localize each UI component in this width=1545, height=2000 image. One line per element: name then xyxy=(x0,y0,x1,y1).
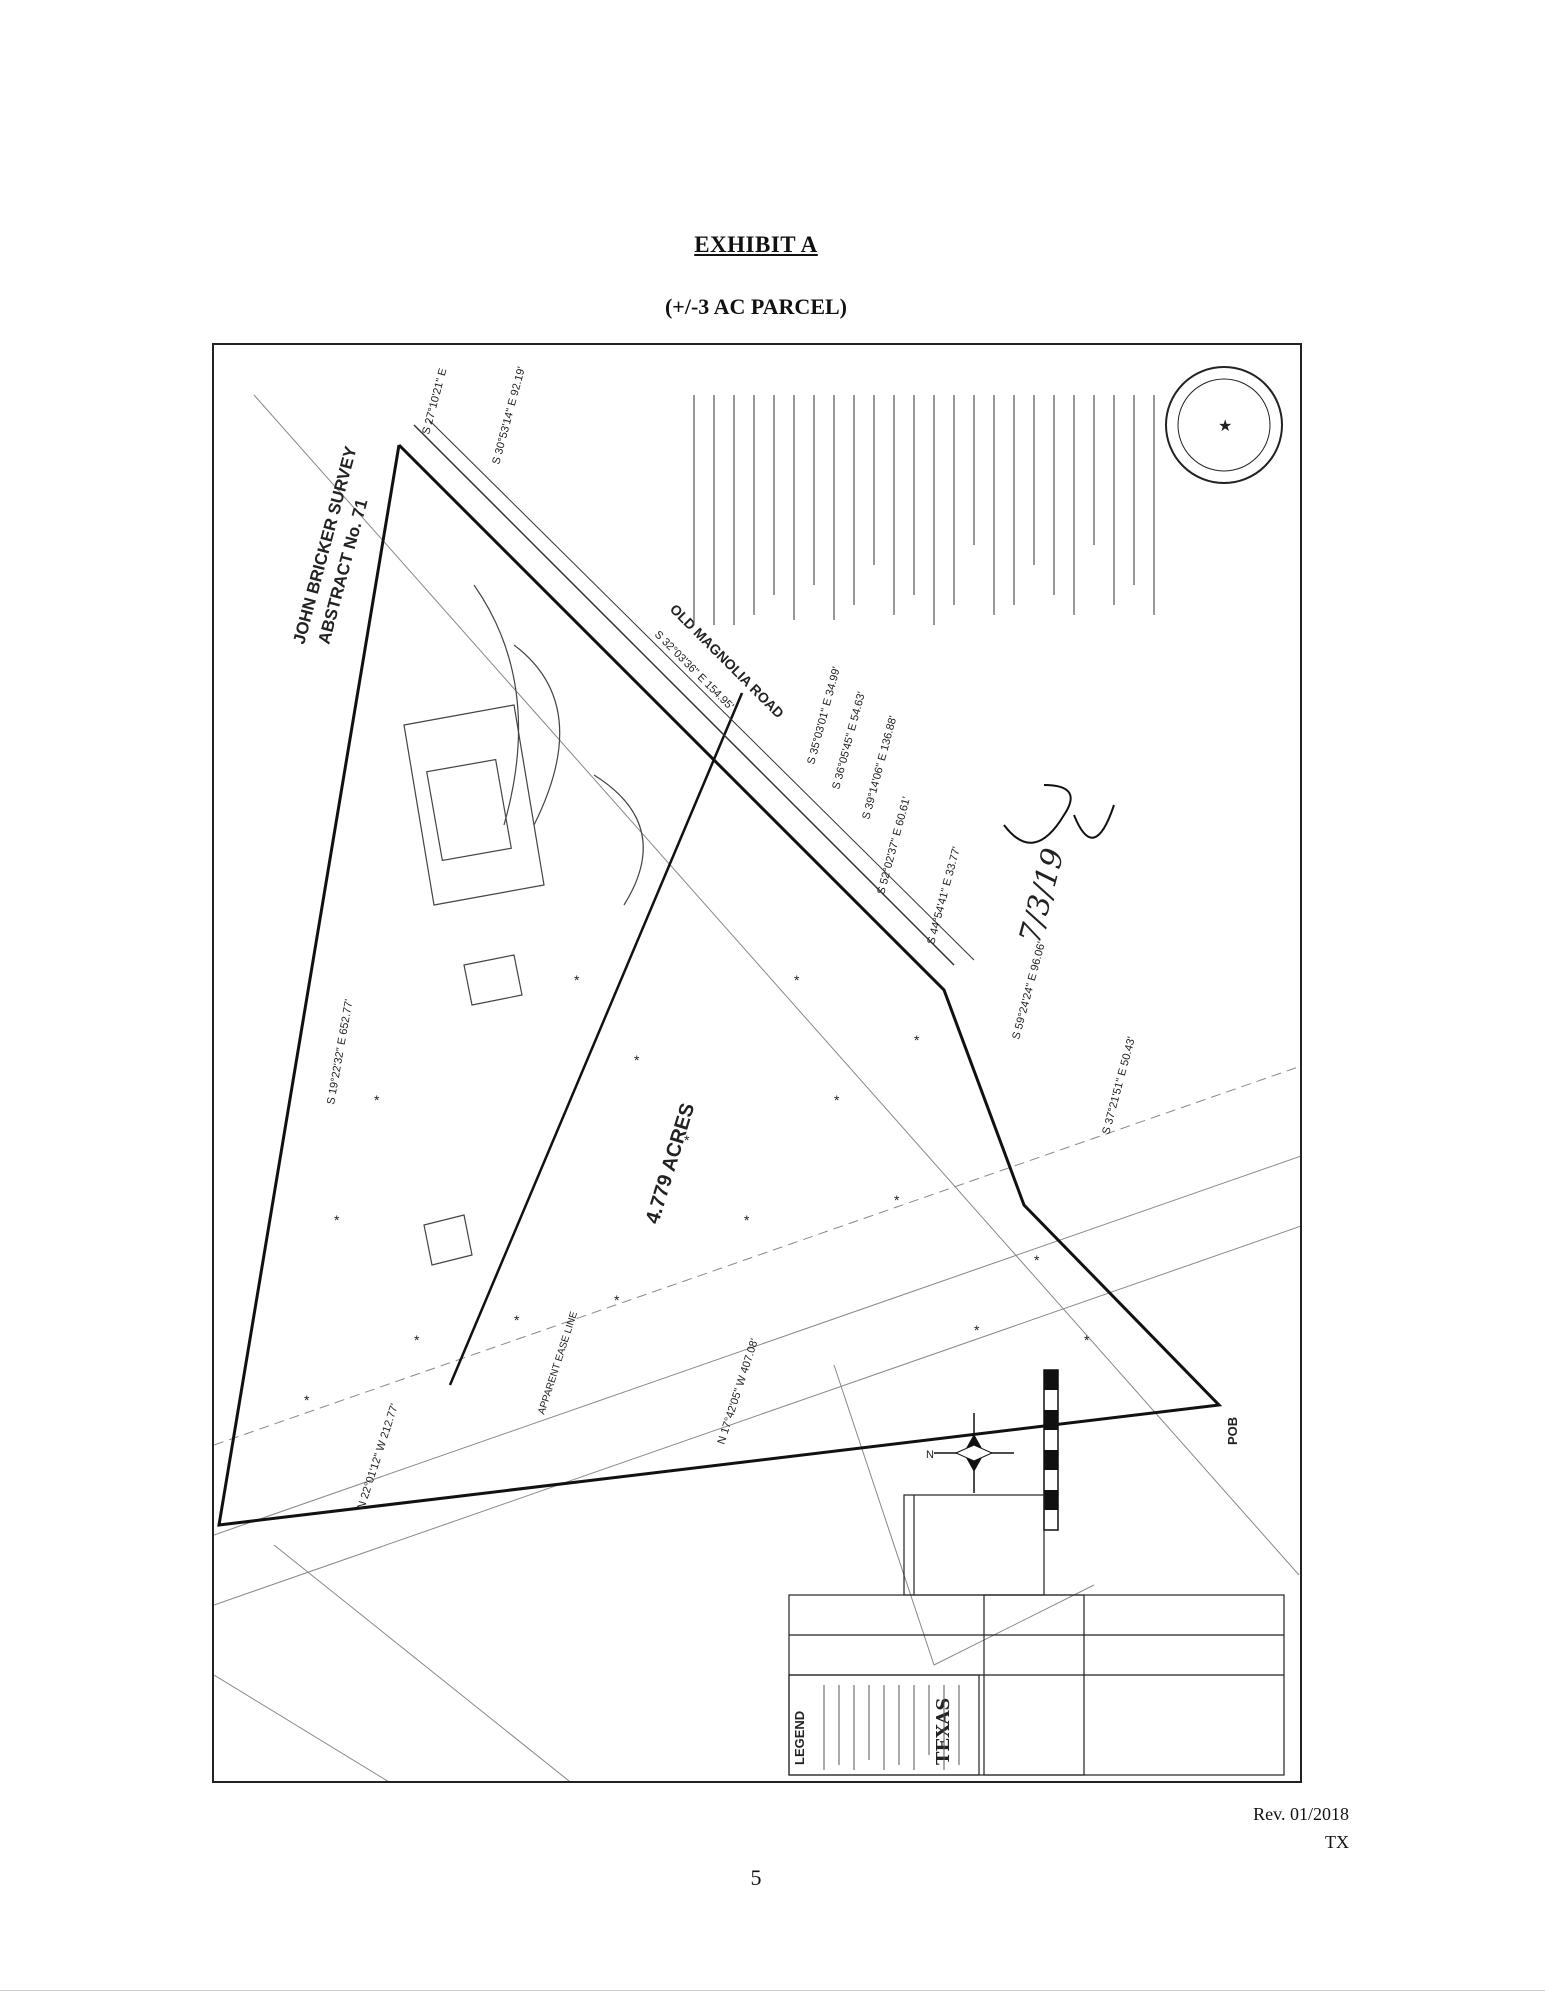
west-line-bearing: S 19°22'32" E 652.77' xyxy=(325,998,355,1105)
bearing-road-2: S 35°03'01" E 34.99' xyxy=(805,666,843,766)
svg-text:*: * xyxy=(514,1312,520,1328)
svg-text:*: * xyxy=(374,1092,380,1108)
legend-title: LEGEND xyxy=(792,1711,807,1765)
scale-bar xyxy=(1043,1369,1059,1531)
exhibit-subtitle: (+/-3 AC PARCEL) xyxy=(664,294,847,319)
bearing-road-8: S 37°21'51" E 50.43' xyxy=(1100,1036,1138,1136)
svg-text:*: * xyxy=(304,1392,310,1408)
handwritten-initials: 7/3/19 xyxy=(1003,784,1115,947)
svg-text:*: * xyxy=(794,972,800,988)
parcel-boundary xyxy=(217,443,1223,1527)
svg-text:*: * xyxy=(684,1132,690,1148)
background-lines xyxy=(214,394,1300,1781)
improvements xyxy=(403,584,644,1266)
svg-text:*: * xyxy=(574,972,580,988)
bearing-road-7: S 59°24'24" E 96.06' xyxy=(1010,941,1048,1041)
bearing-road-4: S 39°14'06" E 136.88' xyxy=(860,715,899,821)
pob-label: POB xyxy=(1225,1417,1240,1445)
state-label: TX xyxy=(1325,1832,1349,1852)
revision-label: Rev. 01/2018 xyxy=(1253,1804,1349,1824)
title-block xyxy=(788,1494,1285,1776)
svg-text:*: * xyxy=(1084,1332,1090,1348)
page-number: 5 xyxy=(750,1865,762,1890)
svg-text:*: * xyxy=(1034,1252,1040,1268)
svg-text:*: * xyxy=(614,1292,620,1308)
legend-box xyxy=(788,1674,980,1776)
north-arrow-icon: N xyxy=(926,1413,1014,1493)
svg-text:★: ★ xyxy=(1218,418,1232,435)
handwritten-date: 7/3/19 xyxy=(1013,845,1072,947)
apparent-ease-note: APPARENT EASE LINE xyxy=(536,1310,580,1416)
survey-notes-block xyxy=(693,395,1155,625)
svg-text:N: N xyxy=(926,1449,934,1461)
south-bearing-1: N 17°42'05" W 407.08' xyxy=(715,1337,761,1446)
bearing-road-3: S 36°05'45" E 54.63' xyxy=(830,691,868,791)
svg-text:*: * xyxy=(334,1212,340,1228)
bearing-top-2: S 30°53'14" E 92.19' xyxy=(490,366,528,466)
surveyor-seal: ★ xyxy=(1165,366,1283,484)
south-bearing-2: N 22°01'12" W 212.77' xyxy=(355,1402,401,1511)
bottom-divider xyxy=(0,1990,1545,1991)
bearing-road-1: S 32°03'36" E 154.95' xyxy=(652,629,736,713)
survey-map: * * * * * * * * * * * * * * * * * JOHN B… xyxy=(212,343,1302,1783)
svg-text:*: * xyxy=(834,1092,840,1108)
survey-drawing: * * * * * * * * * * * * * * * * * JOHN B… xyxy=(214,366,1300,1781)
exhibit-title: EXHIBIT A xyxy=(694,232,818,257)
tree-symbols: * * * * * * * * * * * * * * * * * xyxy=(304,972,1090,1408)
svg-text:*: * xyxy=(914,1032,920,1048)
road-bearings: S 35°03'01" E 34.99' S 36°05'45" E 54.63… xyxy=(420,366,1138,1136)
svg-text:*: * xyxy=(894,1192,900,1208)
division-line xyxy=(448,692,744,1386)
svg-text:*: * xyxy=(634,1052,640,1068)
legend-entries xyxy=(823,1685,960,1770)
svg-text:*: * xyxy=(744,1212,750,1228)
svg-text:*: * xyxy=(974,1322,980,1338)
svg-text:*: * xyxy=(414,1332,420,1348)
acreage-label: 4.779 ACRES xyxy=(642,1101,700,1227)
